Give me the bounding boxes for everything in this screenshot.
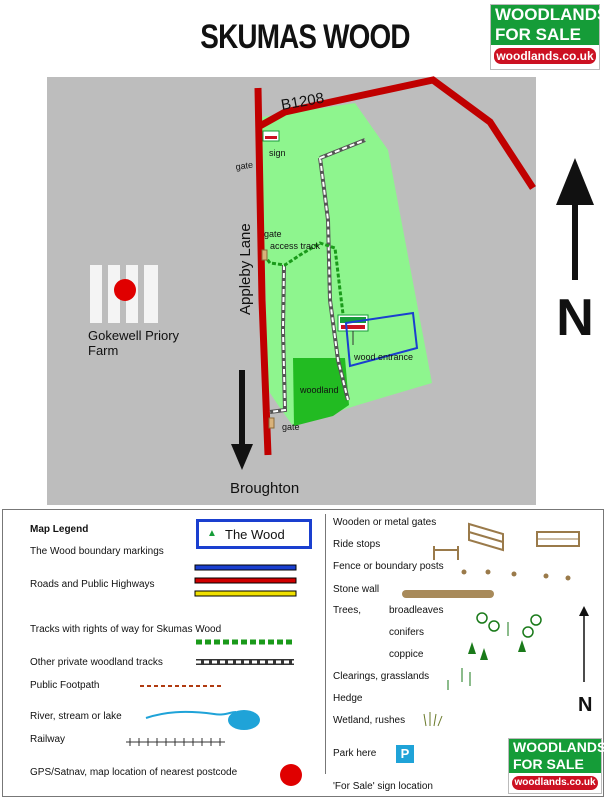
woodland-label: woodland	[299, 385, 339, 395]
access-track-label: access track	[270, 241, 321, 251]
legend-gates: Wooden or metal gates	[333, 517, 437, 528]
map-legend	[2, 509, 604, 797]
legend-private-tracks: Other private woodland tracks	[30, 657, 163, 668]
ride-stops-icon	[433, 546, 459, 560]
legend-ride-stops: Ride stops	[333, 539, 381, 550]
legend-park: Park here	[333, 748, 377, 759]
for-sale-sign-icon	[262, 130, 280, 142]
logo-line1: WOODLANDS	[509, 739, 606, 756]
access-track	[262, 241, 347, 331]
appleby-lane-road	[254, 87, 272, 456]
sign-label: sign	[269, 148, 286, 158]
farm-label-line2: Farm	[88, 343, 118, 358]
gate-label-top: gate	[235, 160, 254, 172]
farm-label-line1: Gokewell Priory	[88, 328, 180, 343]
site-map: N B1208 Appleby Lane sign gate gate acce…	[47, 76, 594, 505]
river-swatch	[145, 710, 260, 730]
gates-legend-icon	[468, 522, 580, 552]
logo-line2: FOR SALE	[491, 25, 599, 45]
wetland-rushes-icon	[423, 712, 443, 727]
broughton-label: Broughton	[230, 480, 299, 497]
north-label: N	[556, 289, 594, 347]
gate-icon	[268, 417, 275, 429]
railway-swatch	[126, 738, 225, 746]
park-icon: P	[396, 745, 414, 763]
trees-legend-icon	[447, 612, 542, 690]
woodlands-logo[interactable]: WOODLANDS FOR SALE woodlands.co.uk	[490, 4, 606, 70]
tree-icon: ▲	[207, 528, 217, 539]
legend-boundary: The Wood boundary markings	[30, 546, 164, 557]
the-wood-label: The Wood	[225, 527, 285, 542]
legend-for-sale: 'For Sale' sign location	[333, 781, 433, 792]
logo-line3: woodlands.co.uk	[494, 48, 596, 64]
appleby-lane-label: Appleby Lane	[237, 223, 254, 315]
the-wood-legend-box: The Wood ▲	[196, 519, 312, 549]
the-wood-boundary	[344, 311, 419, 368]
legend-coppice: coppice	[389, 649, 424, 660]
roads-legend-swatch	[194, 564, 297, 597]
legend-clearings: Clearings, grasslands	[333, 671, 430, 682]
logo-line1: WOODLANDS	[491, 5, 606, 25]
footpath-swatch	[140, 685, 224, 687]
legend-broadleaves: broadleaves	[389, 605, 444, 616]
legend-river: River, stream or lake	[30, 711, 122, 722]
logo-line3: woodlands.co.uk	[512, 776, 598, 790]
woodlands-logo-bottom[interactable]: WOODLANDS FOR SALE woodlands.co.uk	[508, 738, 606, 794]
farm-buildings	[90, 265, 158, 323]
legend-footpath: Public Footpath	[30, 680, 100, 691]
north-arrow-icon	[556, 158, 594, 280]
legend-railway: Railway	[30, 734, 66, 745]
legend-conifers: conifers	[389, 627, 425, 638]
woodland-area	[293, 358, 349, 426]
legend-trees: Trees,	[333, 605, 361, 616]
legend-divider	[325, 514, 326, 774]
legend-gps: GPS/Satnav, map location of nearest post…	[30, 767, 238, 778]
legend-tracks-rights: Tracks with rights of way for Skumas Woo…	[30, 624, 222, 635]
wood-entrance-label: wood entrance	[353, 352, 413, 362]
page-title: SKUMAS WOOD	[200, 18, 410, 56]
legend-heading: Map Legend	[30, 524, 89, 535]
tracks-rights-swatch	[196, 639, 294, 645]
gate-icon	[261, 249, 268, 261]
gate-label-mid: gate	[264, 229, 282, 239]
postcode-location-icon	[280, 764, 302, 786]
stone-wall-icon	[402, 590, 494, 598]
broughton-arrow-icon	[231, 370, 253, 470]
gate-label-bottom: gate	[282, 422, 300, 432]
wood-area	[262, 103, 432, 426]
fence-posts-icon	[461, 569, 571, 581]
private-tracks	[269, 138, 366, 414]
legend-north-arrow-icon	[579, 606, 589, 682]
postcode-location-icon	[114, 279, 136, 301]
legend-wetland: Wetland, rushes	[333, 715, 406, 726]
private-tracks-swatch	[196, 659, 294, 665]
legend-roads: Roads and Public Highways	[30, 579, 155, 590]
legend-stone-wall: Stone wall	[333, 584, 380, 595]
logo-line2: FOR SALE	[509, 756, 601, 773]
legend-north-label: N	[578, 694, 593, 716]
legend-fence: Fence or boundary posts	[333, 561, 444, 572]
b1208-road	[256, 76, 536, 190]
legend-hedge: Hedge	[333, 693, 363, 704]
